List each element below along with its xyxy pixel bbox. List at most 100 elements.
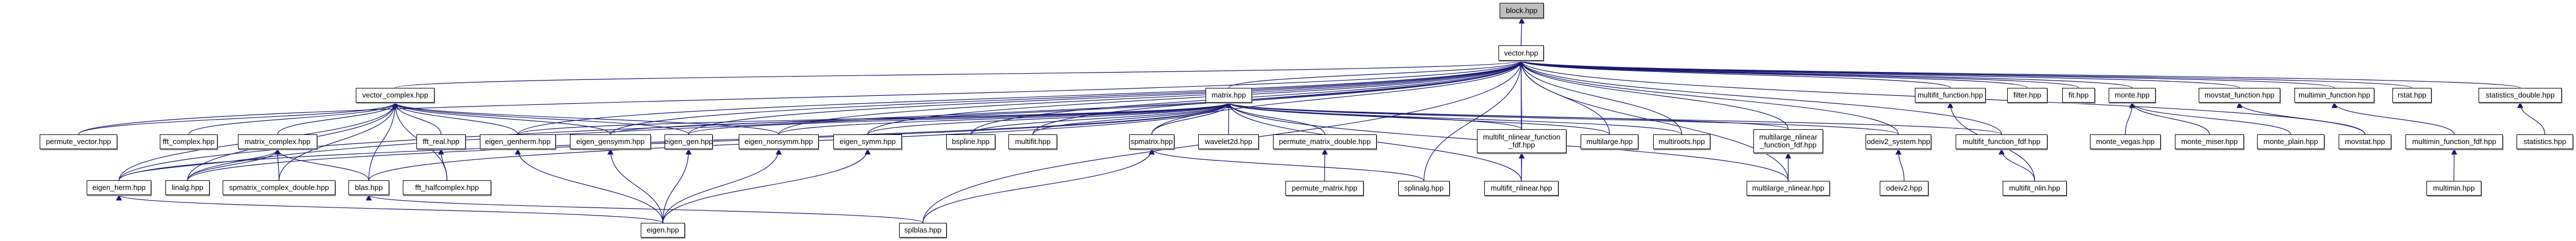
node-label: multiroots.hpp [1658,137,1705,146]
edge-odeiv2_system-to-vector [1518,60,1899,135]
edge-fft_halfcomplex-to-fft_real [438,148,448,181]
node-label: fft_complex.hpp [163,137,215,146]
node-filter[interactable]: filter.hpp [2007,88,2047,103]
edge-eigen_gen-to-matrix [688,102,1232,135]
node-label: movstat_function.hpp [2204,91,2275,99]
node-multifit-nlin[interactable]: multifit_nlin.hpp [2003,181,2067,196]
node-permute-matrix[interactable]: permute_matrix.hpp [1285,181,1364,196]
node-multifit-function[interactable]: multifit_function.hpp [1915,88,1986,103]
node-eigen-gensymm[interactable]: eigen_gensymm.hpp [570,134,651,149]
edge-vector_complex-to-vector [394,60,1524,88]
edge-monte_vegas-to-monte [2124,102,2135,135]
edge-fft_complex-to-vector_complex [188,102,398,135]
node-eigen-gen[interactable]: eigen_gen.hpp [664,134,713,149]
node-statistics-double[interactable]: statistics_double.hpp [2479,88,2562,103]
node-label: permute_vector.hpp [46,137,111,146]
node-multilarge-nlinear[interactable]: multilarge_nlinear.hpp [1747,181,1830,196]
edge-vector-to-block [1518,17,1525,46]
node-vector-complex[interactable]: vector_complex.hpp [356,88,435,103]
node-permute-vector[interactable]: permute_vector.hpp [40,134,117,149]
node-monte[interactable]: monte.hpp [2109,88,2156,103]
node-spmatrix[interactable]: spmatrix.hpp [1129,134,1174,149]
node-label: eigen_herm.hpp [92,183,146,192]
node-block: block.hpp [1500,3,1544,18]
edge-eigen_gensymm-to-matrix [610,102,1232,135]
node-vector[interactable]: vector.hpp [1498,45,1544,61]
node-fft-complex[interactable]: fft_complex.hpp [160,134,218,149]
edge-multiroots-to-matrix [1225,102,1683,135]
node-multifit[interactable]: multifit.hpp [1008,134,1057,149]
node-label: odeiv2_system.hpp [1867,137,1931,146]
node-movstat-function[interactable]: movstat_function.hpp [2199,88,2280,103]
node-multifit-function-fdf[interactable]: multifit_function_fdf.hpp [1956,134,2047,149]
node-blas[interactable]: blas.hpp [348,180,389,195]
node-label: matrix.hpp [1211,91,1246,99]
node-multilarge-nlinear-function-fdf[interactable]: multilarge_nlinear _function_fdf.hpp [1753,129,1823,153]
node-rstat[interactable]: rstat.hpp [2392,88,2432,103]
node-eigen-nonsymm[interactable]: eigen_nonsymm.hpp [739,134,819,149]
node-label: monte_plain.hpp [2263,137,2318,146]
node-label: wavelet2d.hpp [1204,137,1253,146]
node-label: eigen_gen.hpp [664,137,713,146]
node-label: rstat.hpp [2398,91,2426,99]
edge-monte-to-vector [1518,60,2133,88]
node-label: fft_real.hpp [423,137,459,146]
edge-bspline-to-matrix [970,102,1232,135]
node-fit[interactable]: fit.hpp [2062,88,2095,103]
edge-matrix-to-vector [1228,60,1525,88]
node-multimin-function[interactable]: multimin_function.hpp [2294,88,2374,103]
node-label: movstat.hpp [2345,137,2385,146]
node-statistics[interactable]: statistics.hpp [2517,134,2573,149]
node-fft-halfcomplex[interactable]: fft_halfcomplex.hpp [403,180,491,195]
node-movstat[interactable]: movstat.hpp [2339,134,2391,149]
node-multifit-nlinear-function-fdf[interactable]: multifit_nlinear_function _fdf.hpp [1477,129,1566,153]
node-label: multifit_function_fdf.hpp [1962,137,2041,146]
node-spmatrix-complex-double[interactable]: spmatrix_complex_double.hpp [223,180,335,195]
node-eigen-symm[interactable]: eigen_symm.hpp [833,134,902,149]
node-splinalg[interactable]: splinalg.hpp [1398,181,1450,196]
edge-eigen-to-eigen_symm [662,148,871,223]
node-monte-plain[interactable]: monte_plain.hpp [2257,134,2324,149]
node-wavelet2d[interactable]: wavelet2d.hpp [1198,134,1259,149]
node-odeiv2[interactable]: odeiv2.hpp [1880,181,1928,196]
edge-permute_vector-to-vector_complex [78,102,398,135]
edge-multifit_nlin-to-multifit_function_fdf [1998,148,2036,181]
node-label: blas.hpp [355,183,383,192]
node-matrix-complex[interactable]: matrix_complex.hpp [238,134,317,149]
node-label: matrix_complex.hpp [244,137,311,146]
node-multilarge[interactable]: multilarge.hpp [1581,134,1638,149]
node-eigen-herm[interactable]: eigen_herm.hpp [87,180,151,195]
node-odeiv2-system[interactable]: odeiv2_system.hpp [1866,134,1931,149]
node-eigen[interactable]: eigen.hpp [641,223,685,238]
edge-eigen_genherm-to-vector [517,60,1525,135]
edge-eigen_gensymm-to-vector [610,60,1525,135]
edge-splblas-to-spmatrix [922,148,1155,223]
node-eigen-genherm[interactable]: eigen_genherm.hpp [480,134,556,149]
node-bspline[interactable]: bspline.hpp [946,134,995,149]
node-multifit-nlinear[interactable]: multifit_nlinear.hpp [1484,181,1559,196]
node-monte-miser[interactable]: monte_miser.hpp [2175,134,2244,149]
node-label: multimin_function.hpp [2298,91,2370,99]
edge-spmatrix_complex_double-to-vector_complex [278,102,398,181]
node-label: statistics.hpp [2523,137,2566,146]
edge-eigen_gensymm-to-vector_complex [392,102,611,135]
node-matrix[interactable]: matrix.hpp [1206,88,1252,103]
node-monte-vegas[interactable]: monte_vegas.hpp [2090,134,2161,149]
node-label: multifit_function.hpp [1917,91,1983,99]
node-linalg[interactable]: linalg.hpp [165,180,210,195]
node-multimin-function-fdf[interactable]: multimin_function_fdf.hpp [2405,134,2503,149]
node-fft-real[interactable]: fft_real.hpp [416,134,466,149]
node-permute-matrix-double[interactable]: permute_matrix_double.hpp [1273,134,1377,149]
edge-splinalg-to-spmatrix [1148,148,1425,181]
node-label: eigen.hpp [646,226,679,234]
node-splblas[interactable]: splblas.hpp [899,223,947,238]
node-label: multilarge_nlinear.hpp [1752,184,1825,192]
node-label: spmatrix.hpp [1130,137,1173,146]
edge-multifit_function-to-vector [1518,60,1951,88]
node-label: multifit_nlinear_function _fdf.hpp [1483,133,1561,149]
edge-permute_vector-to-vector [78,60,1525,135]
edge-multilarge_nlinear_function_fdf-to-vector [1518,60,1789,130]
node-multimin[interactable]: multimin.hpp [2426,181,2481,196]
node-multiroots[interactable]: multiroots.hpp [1653,134,1710,149]
